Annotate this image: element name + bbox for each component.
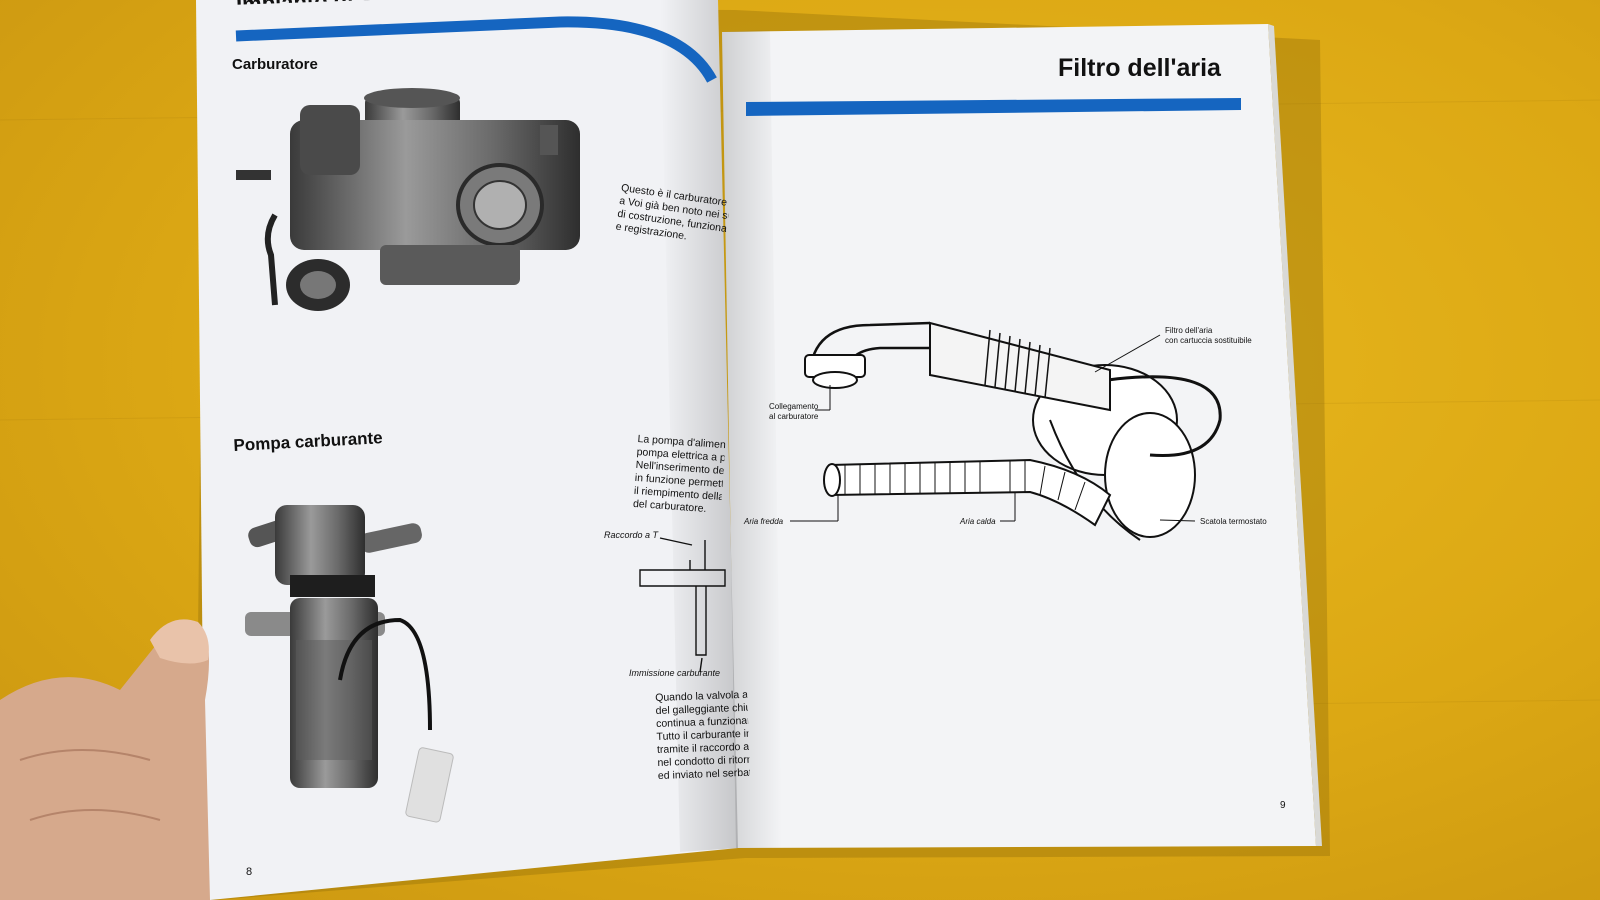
filter-label: Filtro dell'aria con cartuccia sostituib… (1165, 326, 1252, 346)
right-page (722, 24, 1316, 848)
text-line: Filtro dell'aria (1165, 326, 1213, 335)
gutter-shadow-right (722, 30, 782, 848)
right-page-number: 9 (1280, 800, 1286, 811)
fuel-pump-photo (245, 505, 454, 823)
tee-label: Raccordo a T (604, 530, 659, 540)
air-filter-diagram (790, 321, 1222, 541)
connection-label: Collegamento al carburatore (769, 402, 818, 422)
air-filter-title: Filtro dell'aria (1058, 54, 1221, 82)
left-blue-rule (235, 16, 717, 83)
carburetor-photo (236, 88, 580, 311)
carburetor-title: Carburatore (232, 56, 318, 73)
left-page-number: 8 (246, 866, 253, 878)
thermostat-box-label: Scatola termostato (1200, 517, 1267, 526)
hot-air-label: Aria calda (960, 517, 996, 526)
hand (0, 619, 210, 900)
gutter-shadow-left (660, 0, 738, 852)
right-page-edge (1268, 24, 1322, 846)
text-line: Collegamento (769, 402, 819, 411)
inlet-label: Immissione carburante (629, 668, 721, 678)
text-line: al carburatore (769, 412, 819, 421)
right-blue-rule (746, 98, 1241, 116)
fuel-pump-description: La pompa d'alimentazione pompa elettrica… (633, 433, 726, 517)
cold-air-label: Aria fredda (744, 517, 784, 526)
return-description: Quando la valvola a spillo del galleggia… (655, 689, 750, 783)
text-line: con cartuccia sostituibile (1165, 336, 1252, 345)
tee-diagram (639, 537, 726, 673)
